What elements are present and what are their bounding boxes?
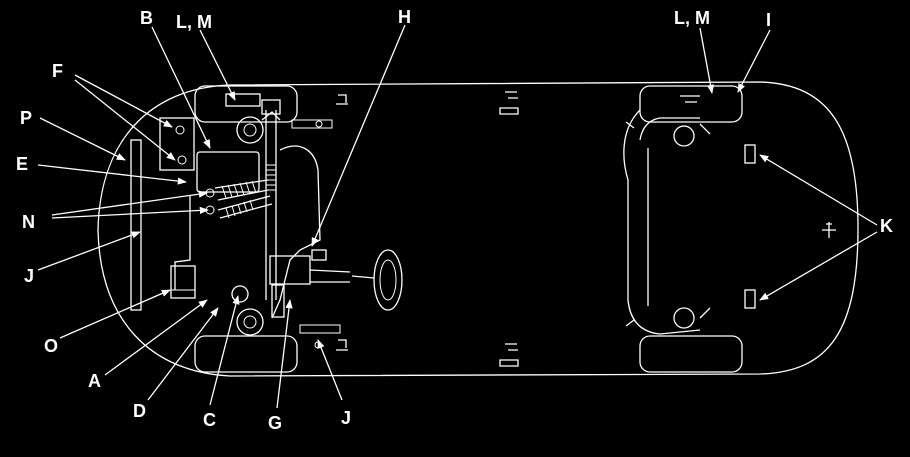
engine-mount-bracket — [174, 195, 191, 290]
label-k: K — [880, 216, 893, 236]
front-right-strut-mount — [231, 285, 264, 336]
wheel-front-left — [194, 85, 298, 123]
rear-subframe — [623, 109, 701, 335]
rear-right-damper — [673, 307, 695, 329]
label-lm-front: L, M — [176, 12, 212, 32]
engine-block — [196, 151, 260, 193]
label-g: G — [268, 413, 282, 433]
leader-lines — [37, 24, 878, 409]
label-o: O — [44, 336, 58, 356]
wheel-front-right — [194, 335, 298, 373]
front-bumper-beam — [130, 139, 142, 311]
car-body-outline — [97, 81, 859, 377]
battery — [170, 265, 196, 299]
label-j-rear: J — [341, 408, 351, 428]
strut-springs — [205, 179, 273, 219]
label-e: E — [16, 154, 28, 174]
steering-wheel — [351, 249, 403, 311]
wheel-rear-left — [639, 85, 743, 123]
front-left-strut-mount — [225, 93, 281, 144]
steering-rack — [269, 249, 351, 318]
fuse-box-bolt-lower — [177, 155, 187, 165]
label-d: D — [133, 401, 146, 421]
rear-left-damper — [673, 125, 695, 147]
label-i: I — [766, 10, 771, 30]
label-b: B — [140, 8, 153, 28]
label-lm-rear: L, M — [674, 8, 710, 28]
label-j-front: J — [24, 266, 34, 286]
fuse-box — [159, 117, 195, 171]
front-subframe — [271, 145, 321, 319]
fuse-box-bolt-upper — [175, 125, 185, 135]
wheel-rear-right — [639, 335, 743, 373]
steering-column-shaft — [261, 99, 281, 300]
rear-clips — [680, 95, 836, 309]
label-p: P — [20, 108, 32, 128]
label-h: H — [398, 7, 411, 27]
label-n: N — [22, 212, 35, 232]
center-clips — [499, 91, 519, 367]
label-f: F — [52, 61, 63, 81]
label-c: C — [203, 410, 216, 430]
label-a: A — [88, 371, 101, 391]
